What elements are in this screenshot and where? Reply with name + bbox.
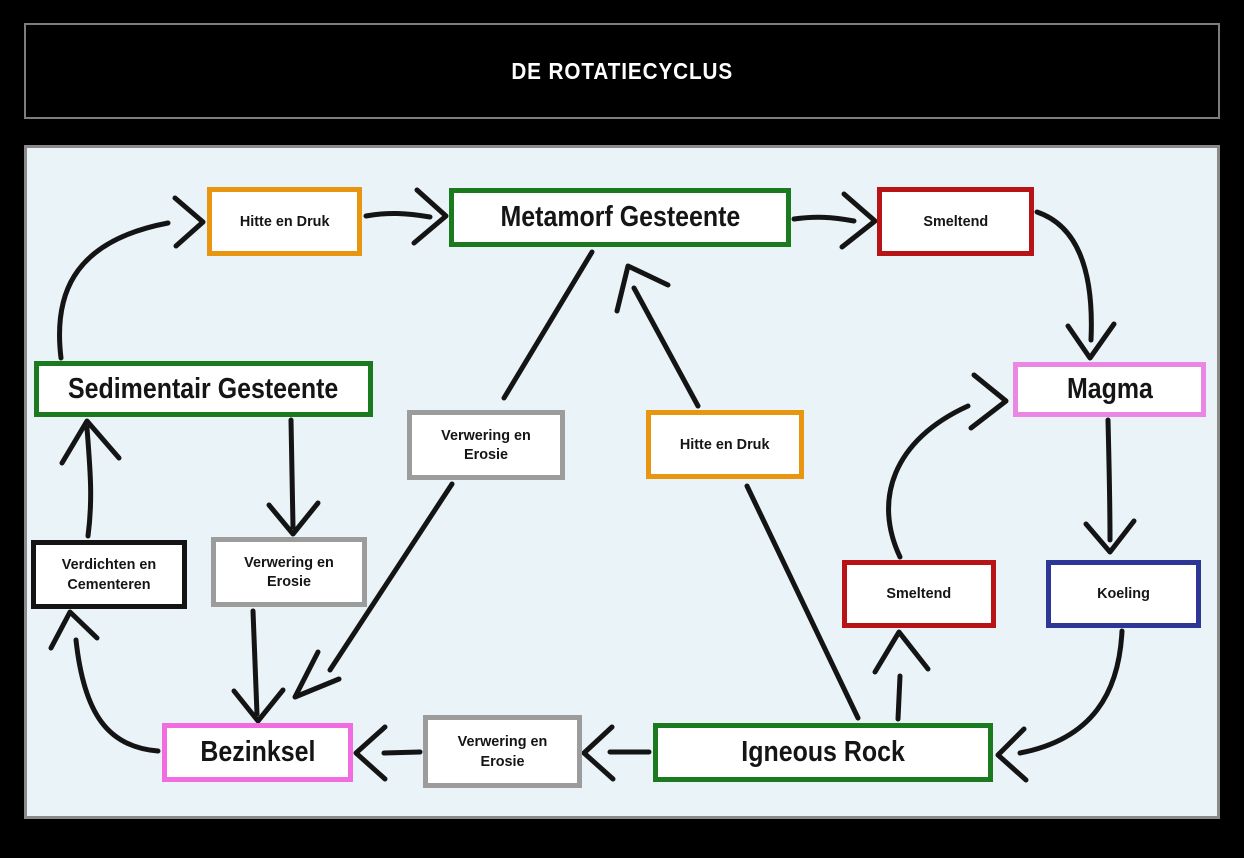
arrow-metamorf-to-smeltend-top [791,191,878,250]
arrow-magma-to-koeling [1083,417,1137,555]
node-hitte-en-druk-center: Hitte en Druk [646,410,804,479]
arrow-igneous-to-verwering-bottom [581,724,652,782]
arrow-verdichten-to-sedimentair [59,418,122,539]
node-verwering-en-erosie-center: Verwering en Erosie [407,410,565,480]
arrow-bezinksel-to-verdichten [48,609,161,754]
node-verwering-en-erosie-bottom: Verwering en Erosie [423,715,582,788]
node-smeltend-top: Smeltend [877,187,1034,256]
page-title: DE ROTATIECYCLUS [511,57,733,84]
node-verwering-en-erosie-left: Verwering en Erosie [211,537,367,607]
diagram-panel [24,145,1220,819]
node-bezinksel: Bezinksel [162,723,353,782]
arrow-sedimentair-to-hitte-druk-top [56,195,206,361]
arrow-sedimentair-to-verwering-left [266,417,321,537]
node-igneous-rock: Igneous Rock [653,723,993,782]
node-sedimentair-gesteente: Sedimentair Gesteente [34,361,373,417]
node-hitte-en-druk-top: Hitte en Druk [207,187,362,256]
arrow-koeling-to-igneous [995,628,1125,783]
arrow-verwering-bottom-to-bezinksel [353,724,423,782]
node-magma: Magma [1013,362,1206,417]
node-metamorf-gesteente: Metamorf Gesteente [449,188,791,247]
arrow-igneous-to-smeltend-center [872,629,931,722]
arrow-smeltend-center-to-magma [886,372,1009,560]
arrow-igneous-to-metamorf [614,263,861,721]
node-smeltend-center: Smeltend [842,560,996,628]
arrow-metamorf-to-bezinksel [292,249,595,700]
arrow-hitte-druk-top-to-metamorf [363,187,449,246]
node-koeling: Koeling [1046,560,1201,628]
node-verdichten-en-cementeren: Verdichten en Cementeren [31,540,187,609]
arrow-verwering-left-to-bezinksel [231,608,286,724]
title-box: DE ROTATIECYCLUS [24,23,1220,119]
arrow-smeltend-top-to-magma [1034,209,1117,361]
